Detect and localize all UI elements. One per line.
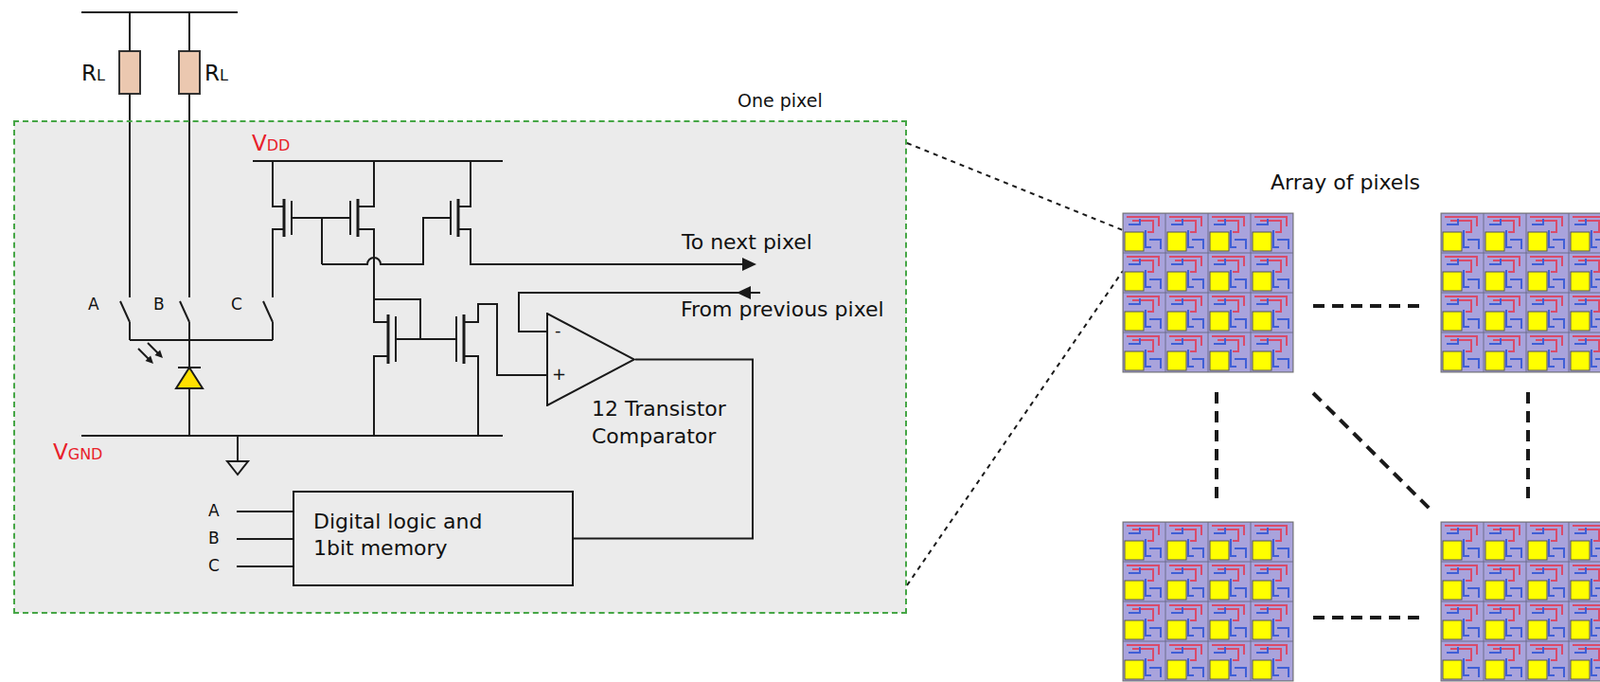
input-sign: + (551, 365, 567, 383)
logic-label: Digital logic and 1bit memory (313, 508, 494, 562)
pixel-tile (1122, 213, 1294, 373)
logic-memory-box: Digital logic and 1bit memory (292, 490, 574, 587)
circuit-wires (81, 12, 761, 567)
control-label: B (208, 529, 220, 549)
switch-label: B (153, 295, 165, 315)
resistor-label: RL (81, 60, 106, 86)
switch-label: C (231, 295, 243, 315)
transistor-channels (284, 198, 464, 364)
comparator-label: 12 Transistor Comparator (591, 395, 744, 450)
input-sign: - (554, 321, 562, 339)
pixel-tile (1122, 521, 1294, 681)
array-title: Array of pixels (1270, 170, 1421, 195)
resistor-label: RL (204, 60, 229, 86)
signal-label: To next pixel (681, 230, 813, 254)
pixel-boundary-box: One pixel12 Transistor ComparatorDigital… (13, 120, 907, 614)
pixel-ground (14, 121, 907, 613)
output-arrowhead (742, 257, 757, 271)
resistor-symbol (178, 51, 200, 94)
zoom-leader-lines (906, 142, 1123, 586)
input-arrowhead (736, 285, 751, 300)
light-arrowhead (155, 350, 164, 359)
photodiode-symbol (176, 367, 203, 389)
switch-label: A (88, 295, 100, 315)
pixel-tile (1440, 521, 1600, 681)
ground-label: VGND (53, 439, 103, 464)
pixel-tile (1440, 213, 1600, 373)
light-arrowhead (145, 355, 155, 365)
continuation-dashes (1216, 305, 1529, 618)
control-label: C (208, 556, 220, 576)
comparator-triangle-shape (547, 313, 635, 406)
pixel-title: One pixel (737, 88, 823, 113)
control-label: A (208, 501, 220, 521)
ground-symbol (227, 461, 249, 475)
signal-connector (573, 359, 753, 539)
resistor-symbol (119, 51, 141, 94)
supply-label: VDD (251, 130, 290, 156)
signal-label: From previous pixel (680, 297, 885, 321)
